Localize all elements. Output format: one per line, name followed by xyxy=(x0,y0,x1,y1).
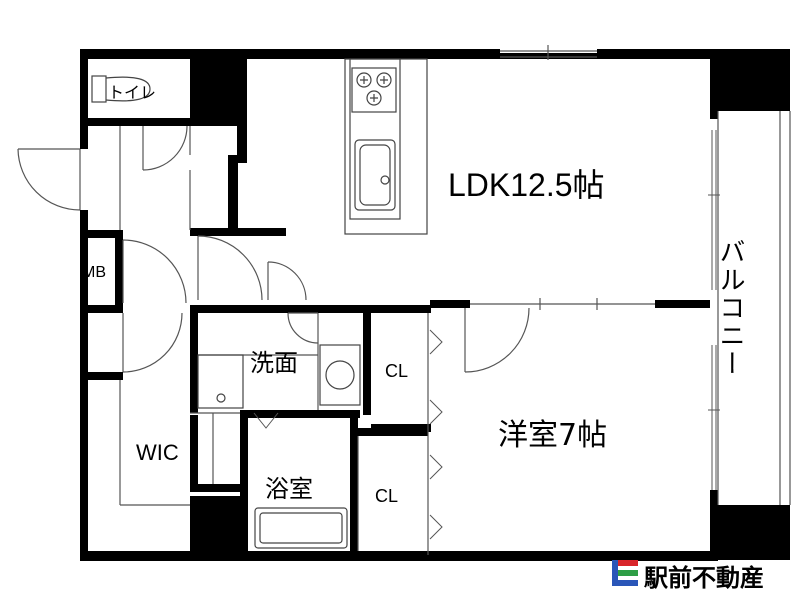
small-door xyxy=(287,312,319,344)
partition-lines xyxy=(119,45,655,555)
closet-lower-label: CL xyxy=(375,486,398,506)
bathroom-label: 浴室 xyxy=(265,475,313,503)
western-room-door xyxy=(464,307,530,373)
western-room-label: 洋室7帖 xyxy=(498,418,607,453)
company-name: 駅前不動産 xyxy=(644,564,764,592)
mb-door xyxy=(122,239,187,304)
kitchen-counter xyxy=(344,58,428,235)
ldk-label: LDK12.5帖 xyxy=(448,167,605,203)
washing-machine xyxy=(319,344,361,406)
logo-mark-icon xyxy=(612,560,638,586)
toilet-door xyxy=(142,125,188,171)
balcony xyxy=(708,111,791,505)
internal-walls xyxy=(88,59,710,560)
entrance-door xyxy=(17,148,81,211)
company-tagline: 株式会社 xyxy=(650,551,678,560)
toilet-fixture xyxy=(91,75,151,103)
closet-upper-label: CL xyxy=(385,361,408,381)
washroom-label: 洗面 xyxy=(250,349,298,377)
wic-label: WIC xyxy=(136,440,179,465)
closet-doors xyxy=(253,329,443,540)
mb-label: MB xyxy=(82,264,106,281)
company-logo: 株式会社 駅前不動産 xyxy=(612,551,764,592)
balcony-label: バルコニー xyxy=(715,238,745,378)
ldk-door xyxy=(197,235,263,301)
washbasin xyxy=(197,354,244,409)
outer-walls xyxy=(80,49,790,561)
washroom-door xyxy=(267,261,307,301)
doors xyxy=(17,125,530,373)
bathtub xyxy=(254,507,348,549)
toilet-label: トイレ xyxy=(108,83,156,102)
wic-door xyxy=(122,312,183,373)
